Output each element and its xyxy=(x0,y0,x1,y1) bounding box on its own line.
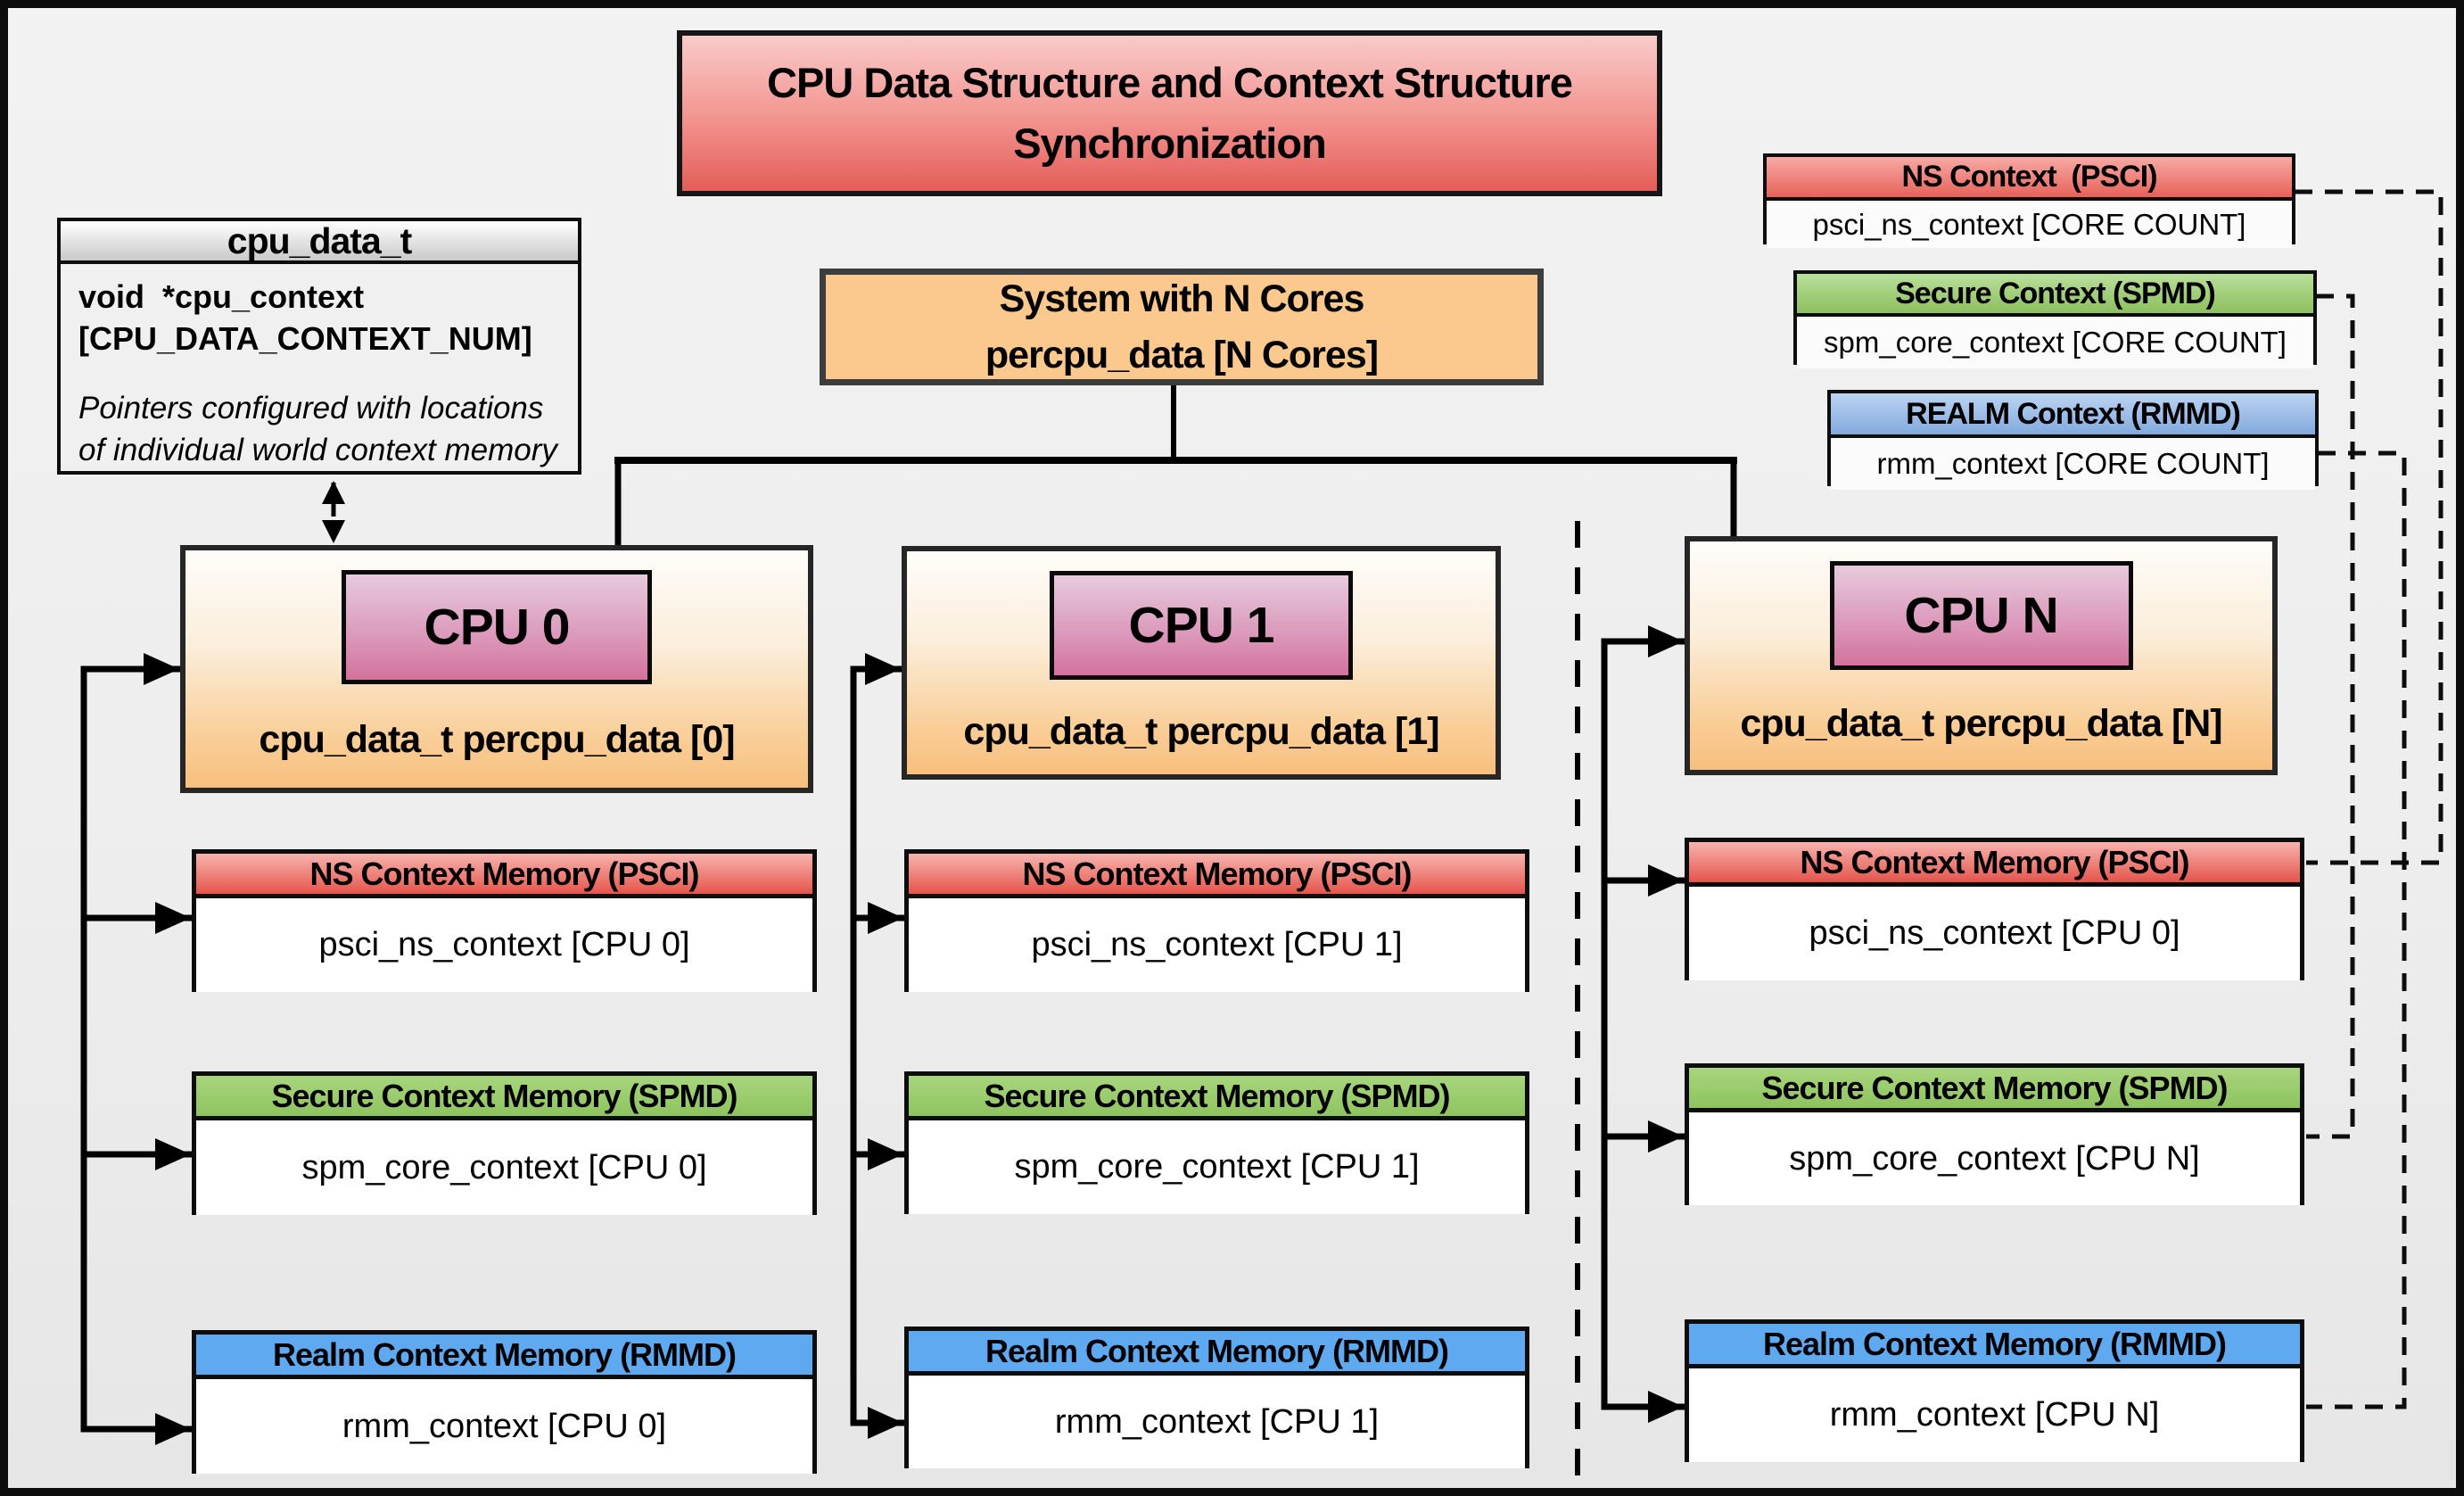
cpu1-ns-memory-header: NS Context Memory (PSCI) xyxy=(909,854,1525,898)
cpun-spine xyxy=(1601,625,1685,1423)
legend-ns-context: NS Context (PSCI) psci_ns_context [CORE … xyxy=(1763,153,2295,248)
cpu1-realm-memory-body: rmm_context [CPU 1] xyxy=(909,1376,1525,1468)
cpu0-box: CPU 0 cpu_data_t percpu_data [0] xyxy=(180,545,813,793)
cpu1-secure-memory-box: Secure Context Memory (SPMD) spm_core_co… xyxy=(904,1071,1529,1214)
cpun-ns-memory-header: NS Context Memory (PSCI) xyxy=(1689,842,2300,887)
cpun-secure-memory-header: Secure Context Memory (SPMD) xyxy=(1689,1068,2300,1112)
cpu-data-t-box: cpu_data_t void *cpu_context [CPU_DATA_C… xyxy=(57,218,581,475)
cpu-data-t-header: cpu_data_t xyxy=(61,220,578,264)
legend-realm-body: rmm_context [CORE COUNT] xyxy=(1831,438,2315,490)
rmmd-legend-dashed-connector xyxy=(2306,450,2407,1409)
cpun-secure-memory-box: Secure Context Memory (SPMD) spm_core_co… xyxy=(1685,1063,2304,1205)
legend-realm-context: REALM Context (RMMD) rmm_context [CORE C… xyxy=(1827,390,2319,490)
cpu0-realm-memory-box: Realm Context Memory (RMMD) rmm_context … xyxy=(192,1330,817,1474)
cpu0-ns-memory-box: NS Context Memory (PSCI) psci_ns_context… xyxy=(192,849,817,992)
cpun-realm-memory-body: rmm_context [CPU N] xyxy=(1689,1368,2300,1462)
cpun-secure-memory-body: spm_core_context [CPU N] xyxy=(1689,1112,2300,1205)
cpu0-caption: cpu_data_t percpu_data [0] xyxy=(259,718,735,761)
cpu1-ns-memory-body: psci_ns_context [CPU 1] xyxy=(909,898,1525,992)
cpu1-realm-memory-box: Realm Context Memory (RMMD) rmm_context … xyxy=(904,1327,1529,1468)
cpu-data-t-note-line1: Pointers configured with locations xyxy=(78,390,544,426)
system-box-line1: System with N Cores xyxy=(999,277,1365,321)
cpu1-realm-memory-header: Realm Context Memory (RMMD) xyxy=(909,1331,1525,1376)
system-box: System with N Cores percpu_data [N Cores… xyxy=(820,269,1544,385)
cpu0-secure-memory-header: Secure Context Memory (SPMD) xyxy=(196,1076,812,1120)
cpu0-realm-memory-header: Realm Context Memory (RMMD) xyxy=(196,1335,812,1379)
cpun-box: CPU N cpu_data_t percpu_data [N] xyxy=(1685,536,2278,775)
cpu1-box: CPU 1 cpu_data_t percpu_data [1] xyxy=(902,546,1501,780)
cpu0-label-box: CPU 0 xyxy=(342,570,652,684)
legend-realm-header: REALM Context (RMMD) xyxy=(1831,393,2315,438)
legend-secure-header: Secure Context (SPMD) xyxy=(1797,274,2313,317)
cpu1-caption: cpu_data_t percpu_data [1] xyxy=(963,710,1439,753)
cpu1-ns-memory-box: NS Context Memory (PSCI) psci_ns_context… xyxy=(904,849,1529,992)
cpu0-ns-memory-header: NS Context Memory (PSCI) xyxy=(196,854,812,898)
cpu-data-t-field-line1: void *cpu_context xyxy=(78,278,365,315)
trunk-connector xyxy=(614,383,1737,547)
cpun-realm-memory-box: Realm Context Memory (RMMD) rmm_context … xyxy=(1685,1319,2304,1462)
cpun-ns-memory-box: NS Context Memory (PSCI) psci_ns_context… xyxy=(1685,838,2304,980)
diagram-title-line2: Synchronization xyxy=(1013,120,1327,167)
cpu1-label-box: CPU 1 xyxy=(1050,571,1353,680)
cpu0-ns-memory-body: psci_ns_context [CPU 0] xyxy=(196,898,812,992)
cpun-label: CPU N xyxy=(1904,587,2058,644)
spmd-legend-dashed-connector xyxy=(2306,293,2355,1139)
diagram-title-line1: CPU Data Structure and Context Structure xyxy=(767,58,1573,106)
legend-ns-body: psci_ns_context [CORE COUNT] xyxy=(1767,201,2292,248)
cpu1-secure-memory-body: spm_core_context [CPU 1] xyxy=(909,1120,1525,1214)
psci-legend-dashed-connector xyxy=(2295,189,2443,865)
cpun-caption: cpu_data_t percpu_data [N] xyxy=(1740,702,2222,745)
legend-secure-body: spm_core_context [CORE COUNT] xyxy=(1797,317,2313,368)
connector-layer xyxy=(80,189,2443,1488)
system-box-line2: percpu_data [N Cores] xyxy=(985,333,1379,376)
cpu-data-t-field-line2: [CPU_DATA_CONTEXT_NUM] xyxy=(78,319,532,357)
cpu0-label: CPU 0 xyxy=(424,599,571,656)
cpu-data-t-body: void *cpu_context [CPU_DATA_CONTEXT_NUM]… xyxy=(61,264,578,471)
diagram-title-box: CPU Data Structure and Context Structure… xyxy=(677,30,1662,196)
legend-ns-header: NS Context (PSCI) xyxy=(1767,157,2292,201)
cpu1-secure-memory-header: Secure Context Memory (SPMD) xyxy=(909,1076,1525,1120)
cpun-realm-memory-header: Realm Context Memory (RMMD) xyxy=(1689,1324,2300,1368)
legend-secure-context: Secure Context (SPMD) spm_core_context [… xyxy=(1793,270,2317,368)
cpun-label-box: CPU N xyxy=(1829,561,2133,670)
cpu0-spine xyxy=(80,653,193,1445)
cpu0-realm-memory-body: rmm_context [CPU 0] xyxy=(196,1379,812,1474)
cpun-ns-memory-body: psci_ns_context [CPU 0] xyxy=(1689,887,2300,980)
cpu0-secure-memory-body: spm_core_context [CPU 0] xyxy=(196,1120,812,1215)
cpu0-secure-memory-box: Secure Context Memory (SPMD) spm_core_co… xyxy=(192,1071,817,1215)
cpu1-label: CPU 1 xyxy=(1128,597,1275,654)
cpu1-spine xyxy=(850,653,905,1439)
cpu-data-t-note-line2: of individual world context memory xyxy=(78,432,557,467)
